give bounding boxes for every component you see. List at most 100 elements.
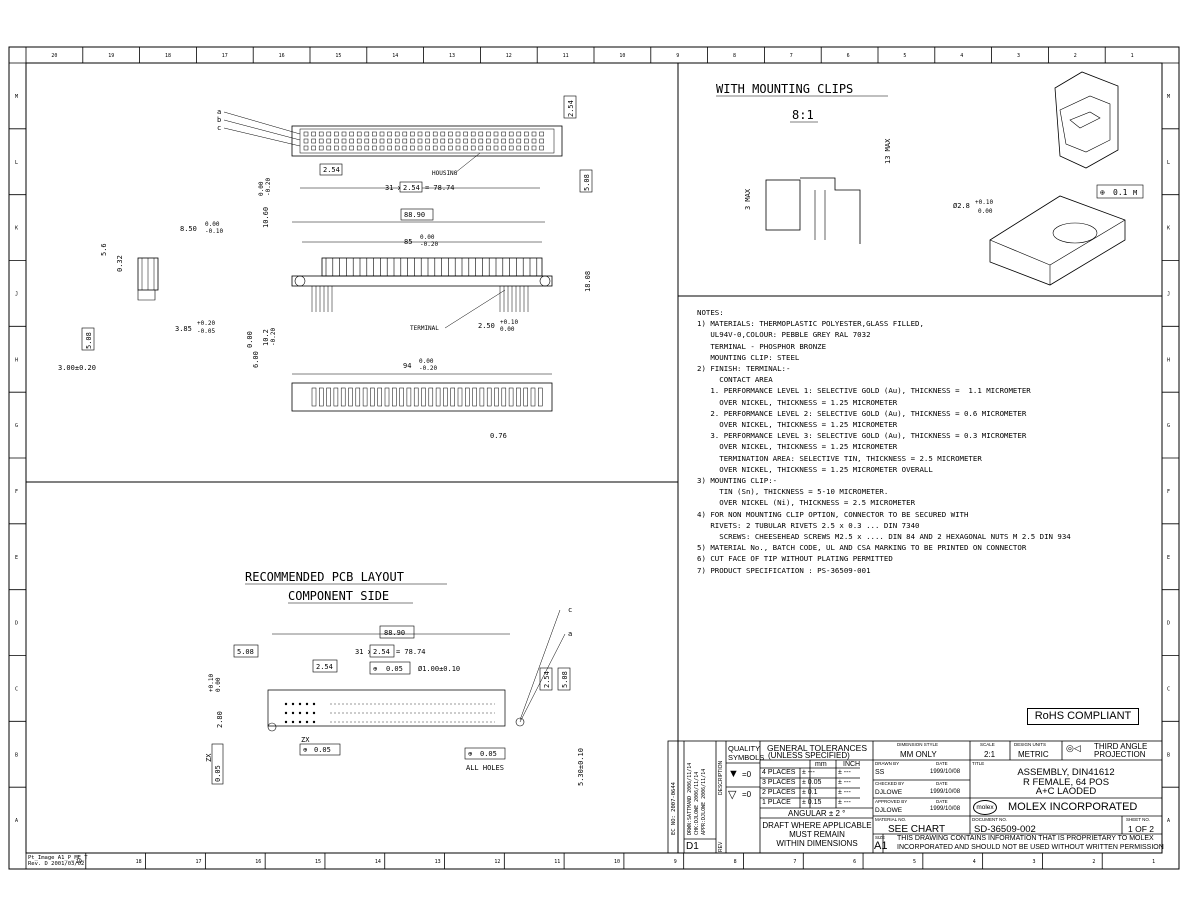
border-col-top: 12 <box>506 53 512 59</box>
pcb-dim-254-v: 2.54 <box>543 671 551 688</box>
top-pin <box>410 145 415 151</box>
note-line: 3) MOUNTING CLIP:- <box>697 476 778 486</box>
bottom-pin <box>421 387 426 407</box>
dim-8890: 88.90 <box>404 211 425 219</box>
drawn-date: 1999/10/08 <box>930 769 961 775</box>
top-pin <box>303 131 309 137</box>
border-col-top: 18 <box>165 53 171 59</box>
border-row-right: G <box>1167 423 1170 429</box>
border-col-top: 4 <box>960 53 963 59</box>
bottom-pin <box>501 387 507 407</box>
top-pin <box>501 138 506 144</box>
border-col-bottom: 7 <box>793 859 796 865</box>
bottom-pin <box>326 387 331 407</box>
rev-label: REV <box>718 841 724 852</box>
border-row-left: J <box>15 291 18 297</box>
dim-250-tol-upper: +0.10 <box>500 319 518 326</box>
top-pin <box>501 131 506 137</box>
dim-076: 0.76 <box>490 432 507 440</box>
approved-date-label: DATE <box>936 799 948 804</box>
border-col-bottom: 1 <box>1152 859 1155 865</box>
material-value: SEE CHART <box>888 824 946 835</box>
bottom-pin <box>370 387 375 407</box>
top-pin <box>364 131 370 137</box>
border-col-top: 16 <box>279 53 285 59</box>
pcb-zx-value: 0.05 <box>314 746 331 754</box>
draft-line-1: DRAFT WHERE APPLICABLE <box>762 821 872 830</box>
border-col-bottom: 15 <box>315 859 321 865</box>
bottom-pin <box>355 387 361 407</box>
top-pin <box>486 145 491 151</box>
pcb-row-a: a <box>568 630 572 638</box>
top-pin <box>334 138 339 144</box>
title-line-1: ASSEMBLY, DIN41612 <box>1017 767 1115 778</box>
scale-value: 2:1 <box>984 750 996 759</box>
bottom-pin <box>311 387 317 407</box>
pcb-all-holes-frame <box>464 747 506 760</box>
pcb-dim-280: 2.80 <box>216 711 224 728</box>
rev-letter: D1 <box>686 841 699 852</box>
top-pin <box>524 131 529 137</box>
clips-view: WITH MOUNTING CLIPS 8:1 3 MAX 13 MAX <box>716 82 892 244</box>
bottom-pin <box>508 387 514 407</box>
top-pin <box>394 131 400 137</box>
document-number: SD-36509-002 <box>974 824 1036 835</box>
proprietary-line-2: INCORPORATED AND SHOULD NOT BE USED WITH… <box>897 843 1164 851</box>
dim-1808: 18.08 <box>584 271 592 292</box>
top-pin <box>432 138 438 144</box>
sheet-label: SHEET NO. <box>1126 817 1151 822</box>
top-pin <box>516 131 522 137</box>
top-pin <box>440 138 446 144</box>
dim-1060-tol-upper: 0.00 <box>258 181 265 196</box>
hole-tol-lower: 0.00 <box>978 208 993 215</box>
bottom-pin <box>472 387 477 407</box>
top-pin <box>387 145 392 151</box>
dim-508-side: 5.08 <box>81 327 95 351</box>
top-pin <box>463 145 468 151</box>
pcb-pos-value: 0.05 <box>386 665 403 673</box>
pcb-pitch-value: 2.54 <box>373 648 390 656</box>
top-pin <box>432 145 438 151</box>
hole-tol-upper: +0.10 <box>975 199 993 206</box>
pcb-dim-8890-box <box>379 625 415 639</box>
dim-254-top: 2.54 <box>563 95 577 119</box>
pcb-dim-254-v-box <box>539 667 553 691</box>
note-line: 7) PRODUCT SPECIFICATION : PS-36509-001 <box>697 565 871 575</box>
pitch-value: 2.54 <box>403 184 420 192</box>
top-pin <box>539 138 544 144</box>
top-pin <box>493 138 499 144</box>
top-pin <box>364 145 370 151</box>
top-pin <box>341 131 347 137</box>
title-label: TITLE <box>972 761 985 766</box>
bottom-pin <box>413 387 419 407</box>
border-col-bottom: 10 <box>614 859 620 865</box>
pcb-dim-530: 5.30±0.10 <box>577 748 585 786</box>
top-pin <box>508 131 514 137</box>
top-pin <box>318 145 324 151</box>
top-pin <box>417 145 423 151</box>
border-row-right: M <box>1167 94 1170 100</box>
unless-specified: (UNLESS SPECIFIED) <box>768 751 850 760</box>
revision-checked: CHK:DJLOWE 2006/11/14 <box>694 771 700 835</box>
border-col-top: 3 <box>1017 53 1020 59</box>
clips-title: WITH MOUNTING CLIPS <box>716 82 853 96</box>
dim-13max: 13 MAX <box>884 138 892 164</box>
border-col-bottom: 8 <box>734 859 737 865</box>
projection-icon: ◎◁ <box>1066 743 1081 753</box>
border-col-bottom: 11 <box>554 859 560 865</box>
dim-style: MM ONLY <box>900 750 937 759</box>
pcb-dim-254-box <box>312 659 338 673</box>
dim-508-side-value: 5.08 <box>85 332 93 349</box>
bottom-pin <box>443 387 448 407</box>
dim-85: 85 <box>404 238 412 246</box>
dim-508-top: 5.08 <box>579 169 593 193</box>
mount-hole-left <box>294 275 306 287</box>
document-label: DOCUMENT NO. <box>972 817 1008 822</box>
dim-85-tol-lower: -0.20 <box>420 241 438 248</box>
top-pin <box>470 131 476 137</box>
border-col-top: 2 <box>1074 53 1077 59</box>
footer-rev: Rev. D 2001/03/02 <box>28 861 85 867</box>
pcb-zx-v: ZX <box>205 753 213 762</box>
top-pin <box>402 138 408 144</box>
pcb-position-icon: ⊕ <box>373 665 378 673</box>
